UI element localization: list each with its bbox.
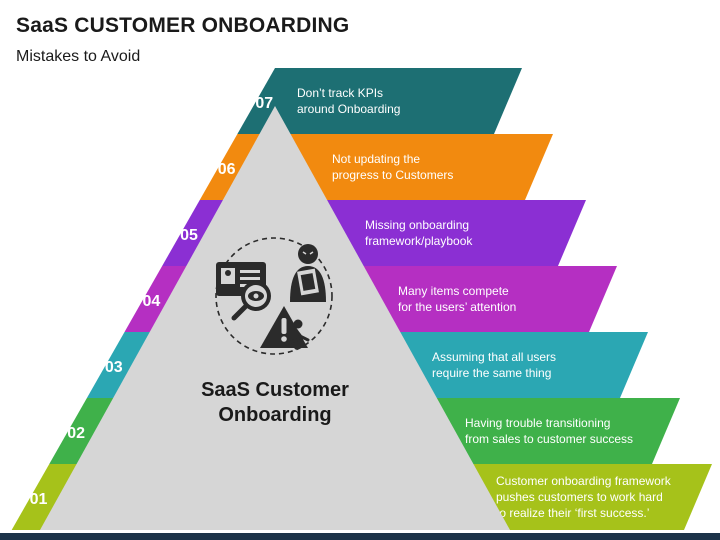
step-number: 01 xyxy=(30,491,48,508)
step-text-line: to realize their ‘first success.’ xyxy=(496,506,649,520)
center-icon-group xyxy=(215,237,333,355)
step-text-line: Missing onboarding xyxy=(365,218,469,232)
step-text-line: require the same thing xyxy=(432,366,551,380)
step-text-line: Don’t track KPIs xyxy=(297,86,383,100)
step-text-line: Having trouble transitioning xyxy=(465,416,610,430)
page-title: SaaS CUSTOMER ONBOARDING xyxy=(16,14,350,37)
center-label: SaaS Customer Onboarding xyxy=(175,378,375,428)
step-number: 06 xyxy=(218,161,236,178)
step-number: 04 xyxy=(143,293,161,310)
step-07: 07 Don’t track KPIs around Onboarding xyxy=(237,68,522,134)
step-number: 05 xyxy=(180,227,198,244)
person-with-document-icon xyxy=(290,244,326,302)
bottom-bar xyxy=(0,533,720,540)
step-text-line: Many items compete xyxy=(398,284,509,298)
step-text-line: progress to Customers xyxy=(332,168,453,182)
magnifier-eye-icon xyxy=(231,281,271,321)
warning-person-icon xyxy=(260,306,310,350)
step-text-line: Customer onboarding framework xyxy=(496,474,672,488)
step-text-line: around Onboarding xyxy=(297,102,400,116)
step-text-line: framework/playbook xyxy=(365,234,473,248)
step-number: 07 xyxy=(255,95,273,112)
center-label-line2: Onboarding xyxy=(218,404,332,426)
step-text-line: pushes customers to work hard xyxy=(496,490,663,504)
step-band xyxy=(237,68,522,134)
step-text-line: for the users’ attention xyxy=(398,300,516,314)
center-label-line1: SaaS Customer xyxy=(201,379,349,401)
dashed-circle xyxy=(215,237,333,355)
step-number: 03 xyxy=(105,359,123,376)
step-text-line: from sales to customer success xyxy=(465,432,633,446)
page-subtitle: Mistakes to Avoid xyxy=(16,48,141,65)
step-number: 02 xyxy=(67,425,85,442)
step-text-line: Assuming that all users xyxy=(432,350,556,364)
step-text-line: Not updating the xyxy=(332,152,420,166)
center-triangle xyxy=(40,106,510,530)
